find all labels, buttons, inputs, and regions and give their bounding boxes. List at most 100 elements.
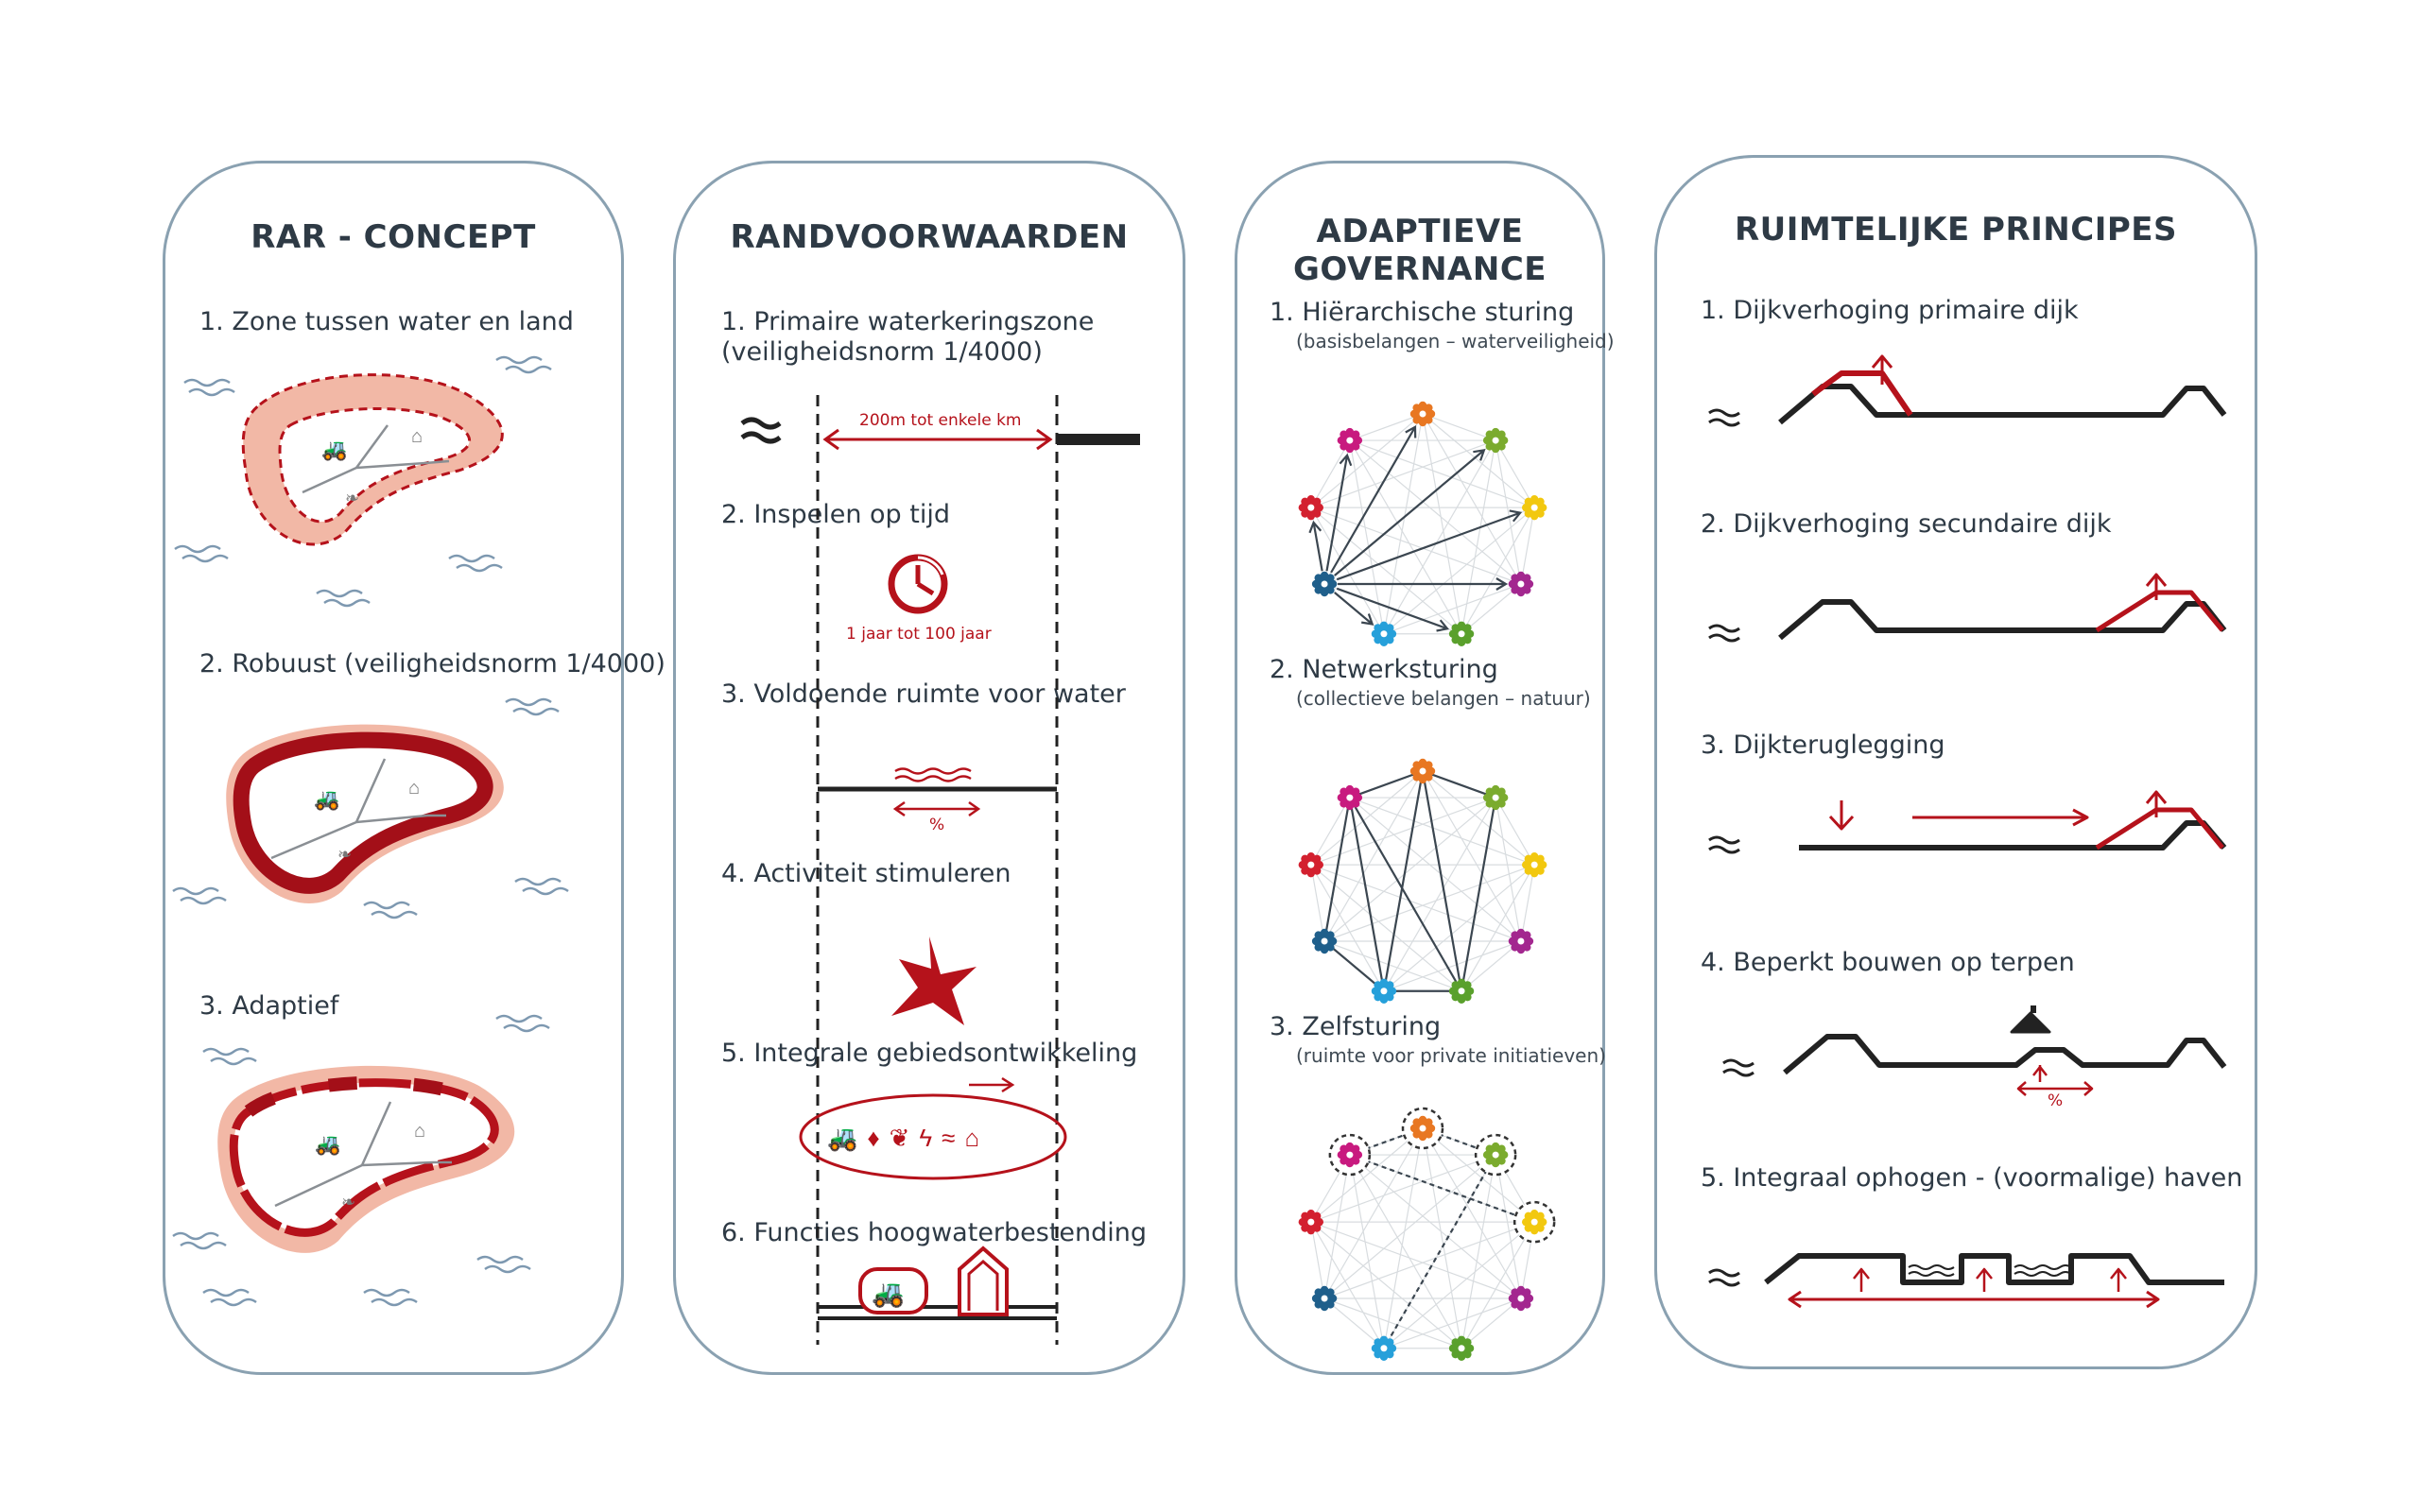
node-petal [1530, 494, 1539, 504]
node-center [1458, 630, 1465, 638]
node-petal [1499, 1150, 1509, 1160]
node-petal [1482, 1150, 1492, 1160]
house-icon: ⌂ [411, 426, 423, 447]
arrow-head [1473, 448, 1486, 461]
tractor-icon: 🚜 [872, 1279, 905, 1309]
node-petal [1499, 436, 1509, 445]
water-waves [172, 355, 569, 1307]
node-petal [1491, 801, 1500, 811]
network-edge [1383, 1221, 1535, 1349]
item-label-2: 2. Netwerksturing [1270, 655, 1498, 684]
node-petal [1371, 629, 1380, 638]
network-edge [1323, 940, 1462, 992]
node-petal [1508, 936, 1517, 946]
node-petal [1379, 978, 1389, 987]
network-edge [1349, 413, 1424, 441]
node-petal [1337, 436, 1346, 445]
network-edge [1310, 507, 1462, 635]
randvoorwaarden-diagrams: 🚜♦❦ϟ≈⌂ 🚜 [740, 395, 1140, 1345]
node-petal [1409, 766, 1419, 776]
node-petal [1371, 987, 1380, 995]
network-edge [1422, 1127, 1462, 1349]
node-petal [1306, 868, 1316, 878]
network-edge [1322, 797, 1351, 942]
panel-adaptieve-governance: ADAPTIEVE GOVERNANCE 1. Hiërarchische st… [1235, 161, 1615, 1375]
island-adaptive-diagram: 🚜 ⌂ ❧ [217, 1065, 515, 1253]
node-petal [1516, 945, 1526, 954]
item-label-1: 1. Zone tussen water en land [199, 307, 574, 336]
network-edge [1461, 940, 1522, 992]
node-center [1346, 1151, 1354, 1159]
node-petal [1530, 511, 1539, 521]
node-petal [1345, 1159, 1355, 1168]
item-label-3: 3. Voldoende ruimte voor water [721, 679, 1126, 709]
node-petal [1426, 409, 1436, 419]
network-edge [1310, 507, 1385, 635]
network-edge [1348, 797, 1462, 992]
item-label-2: 2. Inspelen op tijd [721, 500, 951, 529]
network-edge [1310, 1222, 1325, 1299]
node-petal [1306, 511, 1316, 521]
node-petal [1345, 444, 1355, 454]
node-petal [1320, 588, 1329, 597]
node-petal [1525, 1294, 1534, 1303]
tractor-icon: 🚜 [315, 1132, 340, 1156]
network-edge [1334, 449, 1485, 576]
network-edge [1336, 511, 1521, 581]
leaf-icon: ❧ [341, 1193, 355, 1211]
node-petal [1418, 758, 1427, 767]
network-edge [1421, 770, 1463, 991]
node-petal [1448, 1344, 1458, 1352]
item-label-4: 4. Activiteit stimuleren [721, 859, 1011, 888]
item-sub-2: (collectieve belangen – natuur) [1296, 687, 1591, 710]
node-petal [1508, 579, 1517, 589]
network-edge [1495, 1154, 1522, 1299]
network-edge [1495, 439, 1522, 585]
node-petal [1448, 987, 1458, 995]
network-zelfsturing [1298, 1107, 1556, 1361]
node-petal [1345, 801, 1355, 811]
network-edge [1383, 439, 1496, 635]
network-edge [1495, 797, 1522, 942]
node-center [1517, 937, 1525, 945]
arrow-head [1509, 509, 1523, 523]
node-petal [1337, 1150, 1346, 1160]
network-edge [1323, 864, 1535, 942]
node-petal [1315, 1217, 1324, 1227]
network-edge [1310, 770, 1424, 866]
node-center [1517, 1295, 1525, 1302]
node-center [1346, 794, 1354, 801]
percent-annotation: % [2048, 1091, 2064, 1110]
network-edge [1383, 507, 1535, 635]
node-center [1419, 767, 1426, 775]
network-edge [1461, 1297, 1522, 1349]
leaf-icon: ❧ [345, 489, 359, 507]
node-petal [1491, 1159, 1500, 1168]
node-petal [1379, 621, 1389, 629]
panel-title-line2: GOVERNANCE [1292, 250, 1547, 288]
node-petal [1457, 995, 1466, 1004]
node-petal [1315, 503, 1324, 512]
network-edge [1422, 413, 1535, 508]
dike-profiles [1708, 354, 2227, 1309]
node-petal [1448, 629, 1458, 638]
node-petal [1491, 784, 1500, 794]
network-edge [1349, 1154, 1385, 1349]
node-petal [1521, 503, 1530, 512]
node-petal [1306, 1226, 1316, 1235]
percent-annotation: % [929, 816, 945, 834]
network-edge [1310, 439, 1351, 508]
node-petal [1306, 1209, 1316, 1218]
item-label-5: 5. Integrale gebiedsontwikkeling [721, 1039, 1138, 1068]
node-petal [1388, 1344, 1397, 1352]
node-petal [1530, 1226, 1539, 1235]
panel-title: RUIMTELIJKE PRINCIPES [1734, 211, 2177, 249]
network-edge [1461, 864, 1535, 992]
function-icons: 🚜♦❦ϟ≈⌂ [827, 1124, 989, 1152]
node-center [1419, 1125, 1426, 1132]
network-edge [1383, 864, 1535, 992]
item-label-4: 4. Beperkt bouwen op terpen [1701, 948, 2075, 977]
arrow-head [1405, 425, 1417, 438]
node-center [1321, 1295, 1328, 1302]
network-edge [1310, 439, 1496, 508]
